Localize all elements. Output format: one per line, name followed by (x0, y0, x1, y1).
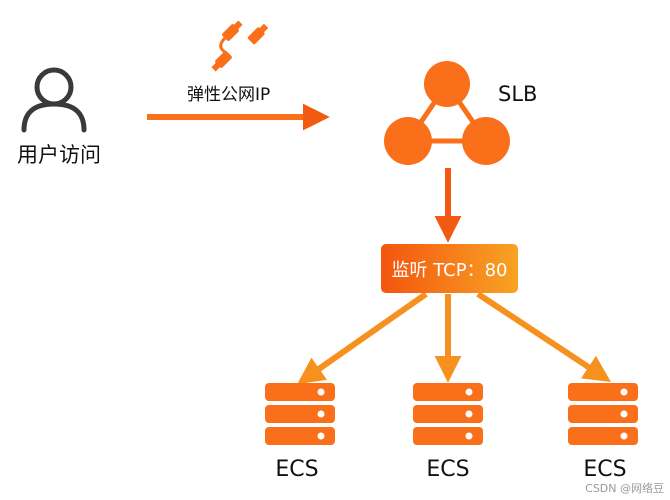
link-icon (211, 20, 269, 72)
user-access-label: 用户访问 (17, 143, 101, 167)
server-icon (265, 383, 335, 445)
ecs-label: ECS (275, 457, 319, 482)
ecs-label: ECS (583, 457, 627, 482)
server-icon (568, 383, 638, 445)
listener-box: 监听 TCP：80 (381, 244, 518, 293)
user-icon (21, 67, 87, 133)
slb-icon (384, 61, 510, 165)
slb-label: SLB (498, 82, 538, 106)
watermark: CSDN @网络豆 (585, 482, 664, 495)
arrow-listener-to-ecs-1 (297, 291, 428, 385)
listener-label: 监听 TCP：80 (391, 259, 508, 281)
server-icon (413, 383, 483, 445)
arrow-listener-to-ecs-3 (476, 291, 612, 382)
eip-label: 弹性公网IP (187, 85, 271, 105)
ecs-label: ECS (426, 457, 470, 482)
